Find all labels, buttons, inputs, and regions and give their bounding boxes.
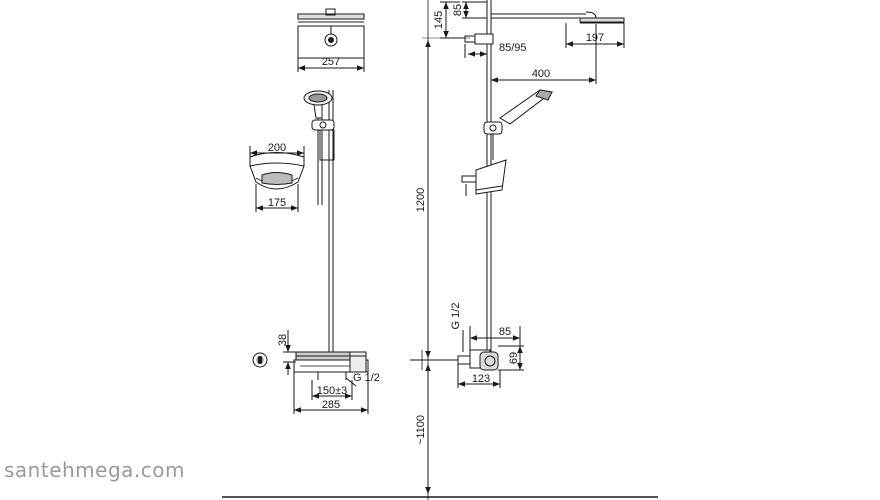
label-floor-height: ~1100	[415, 415, 427, 445]
front-mixer	[294, 352, 368, 372]
dim-mixer-height	[283, 330, 296, 375]
front-view	[250, 9, 368, 414]
front-overhead-head	[298, 9, 364, 22]
label-arm-length: 400	[532, 68, 550, 80]
floor-and-center-line	[222, 0, 658, 500]
dim-head-depth	[566, 23, 624, 48]
label-mixer-side-height: 69	[508, 352, 520, 364]
front-inlets	[318, 372, 346, 380]
dimension-labels: 257 200 175 38 G 1/2 150±3 285 1200 ~110…	[268, 4, 604, 445]
wall-fitting-symbol	[253, 353, 267, 367]
label-head-width: 257	[322, 56, 340, 68]
label-clamp-offset: 85/95	[499, 42, 527, 54]
front-hand-shower	[304, 91, 334, 205]
label-arm-drop: 85	[452, 4, 464, 16]
dim-column-height	[422, 38, 470, 360]
front-holder-plate	[250, 153, 304, 190]
side-shelf	[462, 160, 506, 196]
dim-plate-bottom	[256, 184, 298, 212]
front-head-box	[298, 26, 364, 58]
label-inlet-spacing: 150±3	[317, 385, 348, 397]
side-mixer	[458, 350, 498, 370]
label-wall-offset: 85	[499, 326, 511, 338]
dim-mixer-width	[294, 372, 368, 414]
side-view	[410, 0, 624, 494]
watermark: santehmega.com	[4, 458, 185, 482]
label-plate-bottom: 175	[268, 197, 286, 209]
dim-mixer-depth	[458, 364, 500, 388]
front-thread-leader	[346, 378, 356, 386]
label-inlet-thread-side: G 1/2	[450, 303, 462, 330]
side-hand-shower	[484, 90, 552, 160]
dim-clamp-offset	[465, 44, 487, 58]
label-mixer-depth: 123	[472, 373, 490, 385]
dim-arm-length	[491, 24, 596, 84]
side-top-clamp	[465, 34, 493, 44]
label-column-height: 1200	[415, 188, 427, 212]
wall-line	[410, 350, 458, 370]
label-arm-drop-top: 145	[433, 11, 445, 29]
dim-head-width	[298, 58, 364, 72]
label-head-depth: 197	[586, 32, 604, 44]
dim-mixer-side-height	[498, 346, 524, 370]
dim-arm-drop	[462, 2, 487, 18]
label-inlet-thread-front: G 1/2	[353, 372, 380, 384]
front-column	[329, 90, 333, 352]
dim-plate-top	[250, 146, 304, 157]
label-mixer-height: 38	[277, 334, 289, 346]
label-plate-top: 200	[268, 142, 286, 154]
label-mixer-width: 285	[322, 399, 340, 411]
side-overhead-arm	[491, 12, 624, 23]
